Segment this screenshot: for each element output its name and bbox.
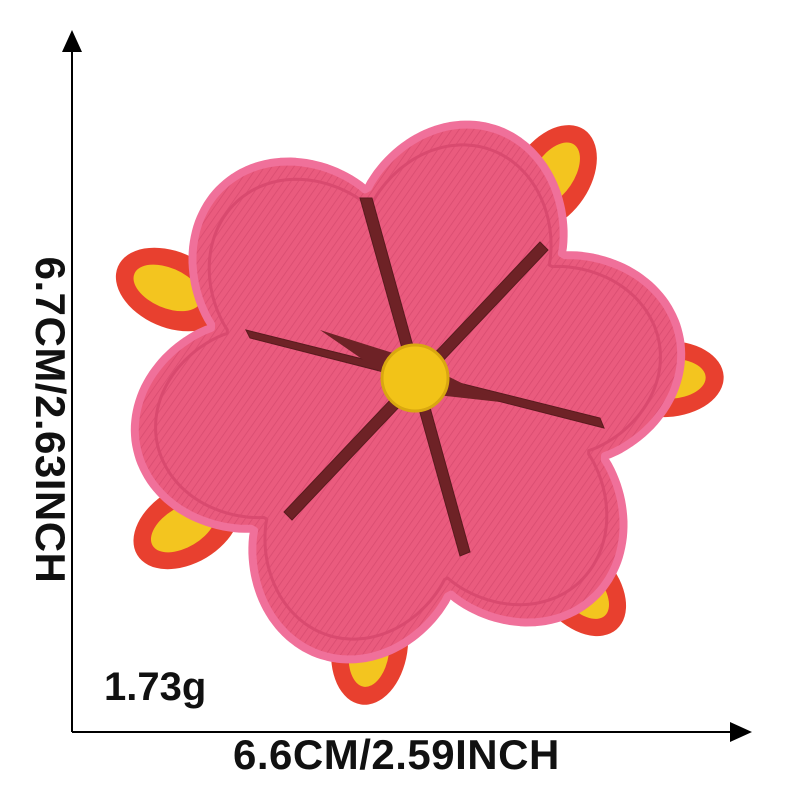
height-label: 6.7CM/2.63INCH (27, 256, 74, 584)
flower-patch (115, 120, 724, 705)
back-petal-yellow-6 (133, 264, 202, 312)
dimension-axes (62, 30, 752, 742)
weight-label: 1.73g (104, 665, 207, 709)
up-arrow-icon (62, 30, 82, 52)
width-label: 6.6CM/2.59INCH (233, 731, 560, 778)
inner-stitch-outline (154, 143, 662, 641)
right-arrow-icon (730, 722, 752, 742)
flower-center (380, 343, 450, 413)
